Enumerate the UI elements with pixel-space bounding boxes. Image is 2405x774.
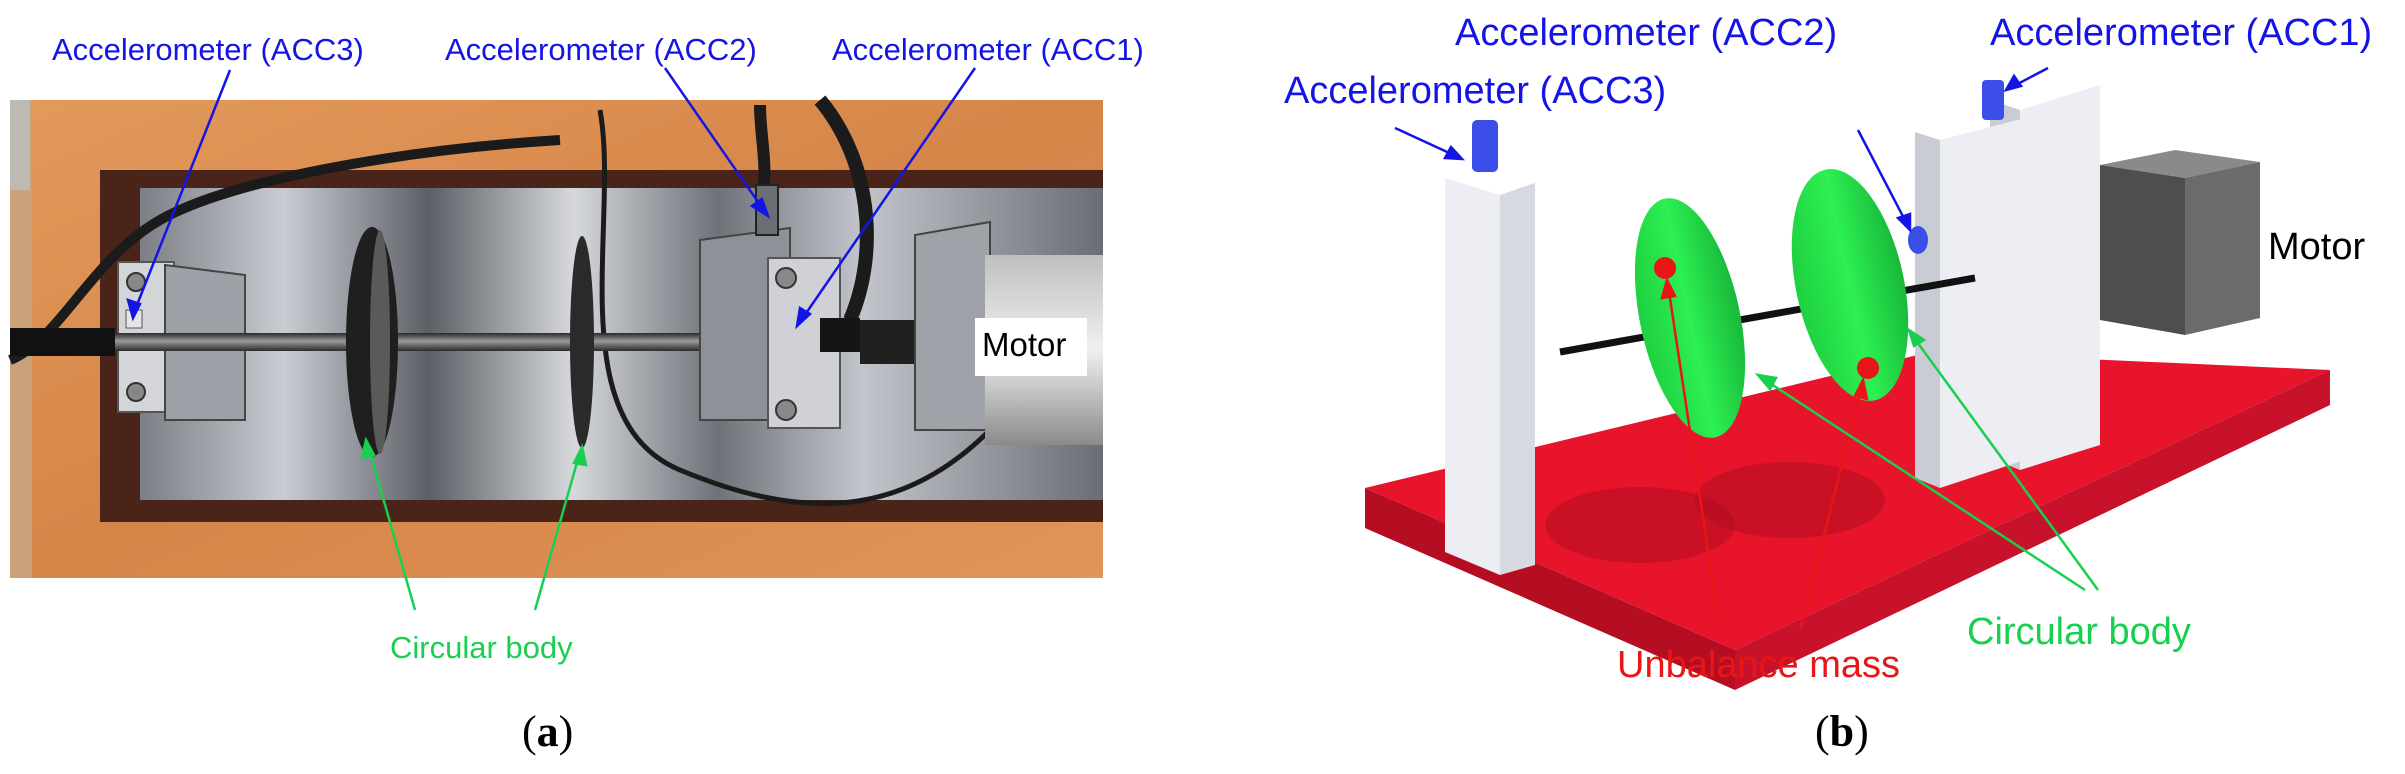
shaft-cable-end: [10, 328, 115, 356]
cable: [814, 95, 874, 323]
bolt: [126, 382, 146, 402]
caption-letter: b: [1829, 707, 1855, 756]
acc1-arrow: [798, 67, 977, 323]
grey-corner: [10, 100, 30, 190]
bolt: [775, 399, 797, 421]
acc2-arrow: [663, 67, 767, 213]
unbalance-mass-1: [1654, 257, 1676, 279]
acc3-arrowhead-3d: [1442, 144, 1466, 161]
shaft: [20, 333, 840, 351]
panel-b-label-motor: Motor: [2268, 226, 2366, 268]
caption-letter: a: [536, 707, 559, 756]
accelerometer-acc2-sensor-3d: [1908, 226, 1928, 254]
circular-body-arrowhead-3d-2: [1906, 326, 1927, 348]
acc3-arrow: [131, 69, 232, 316]
circular-body-arrow-3d-2: [1910, 334, 2100, 591]
panel-b-label-unbalance-mass: Unbalance mass: [1617, 644, 1901, 686]
panel-a-caption: (a): [522, 710, 573, 754]
accelerometer-acc1-sensor: [820, 318, 860, 352]
motor-front: [2100, 165, 2185, 335]
circular-body-disk-1-rim: [370, 230, 390, 454]
support-acc3-front: [1500, 183, 1535, 575]
support-acc2: [1940, 118, 2025, 488]
circular-body-disk-right: [1791, 169, 1909, 401]
bolt: [775, 267, 797, 289]
acc1-arrowhead-3d: [2003, 73, 2024, 92]
circular-body-arrow-1: [366, 444, 417, 611]
unbalance-arrow-1: [1666, 284, 1722, 631]
panel-b-label-acc1: Accelerometer (ACC1): [1990, 12, 2373, 54]
cable: [597, 109, 992, 507]
panel-a-label-circular-body: Circular body: [390, 630, 573, 665]
panel-a-label-acc3: Accelerometer (ACC3): [52, 32, 364, 67]
acc2-arrowhead: [749, 197, 771, 219]
circular-body-disk-2: [570, 236, 594, 448]
acc3-arrowhead: [126, 298, 142, 322]
accelerometer-acc1-sensor-3d: [1982, 80, 2004, 120]
support-acc1: [2020, 85, 2100, 470]
circular-body-arrowhead-3d-1: [1754, 373, 1778, 392]
caption-open-paren: (: [522, 707, 537, 756]
acc2-arrowhead-3d: [1895, 212, 1912, 234]
circular-body-arrowhead-2: [572, 443, 588, 467]
panel-a-label-motor: Motor: [982, 326, 1067, 363]
panel-b-caption: (b): [1815, 710, 1869, 754]
caption-close-paren: ): [1854, 707, 1869, 756]
panel-b-label-circular-body: Circular body: [1967, 611, 2191, 653]
disk-shadow: [1545, 487, 1735, 563]
acc1-arrowhead: [795, 305, 813, 330]
circular-body-arrow-3d-1: [1761, 376, 2086, 592]
shaft-3d: [1559, 274, 1976, 356]
unbalance-arrow-2: [1798, 384, 1864, 631]
acc2-arrow-3d: [1856, 129, 1910, 227]
red-base-side: [1735, 370, 2330, 690]
caption-open-paren: (: [1815, 707, 1830, 756]
panel-b-label-acc3: Accelerometer (ACC3): [1284, 70, 1667, 112]
motor-label-box: [975, 318, 1087, 376]
unbalance-arrowhead-2: [1853, 376, 1869, 401]
accelerometer-acc3-sensor-3d: [1472, 120, 1498, 172]
panel-a-label-acc1: Accelerometer (ACC1): [832, 32, 1144, 67]
unbalance-mass-2: [1857, 357, 1879, 379]
unbalance-arrowhead-1: [1660, 276, 1677, 300]
disk-shadow: [1695, 462, 1885, 538]
motor-top: [2100, 150, 2260, 178]
motor-side: [2185, 162, 2260, 335]
circular-body-arrow-2: [533, 451, 582, 611]
caption-close-paren: ): [558, 707, 574, 756]
support-acc2-side: [1915, 132, 1940, 488]
panel-b-label-acc2: Accelerometer (ACC2): [1455, 12, 1838, 54]
support-acc3: [1445, 178, 1500, 575]
panel-a-label-acc2: Accelerometer (ACC2): [445, 32, 757, 67]
circular-body-arrowhead-1: [360, 436, 376, 460]
coupling: [860, 320, 920, 364]
cable: [7, 135, 561, 365]
